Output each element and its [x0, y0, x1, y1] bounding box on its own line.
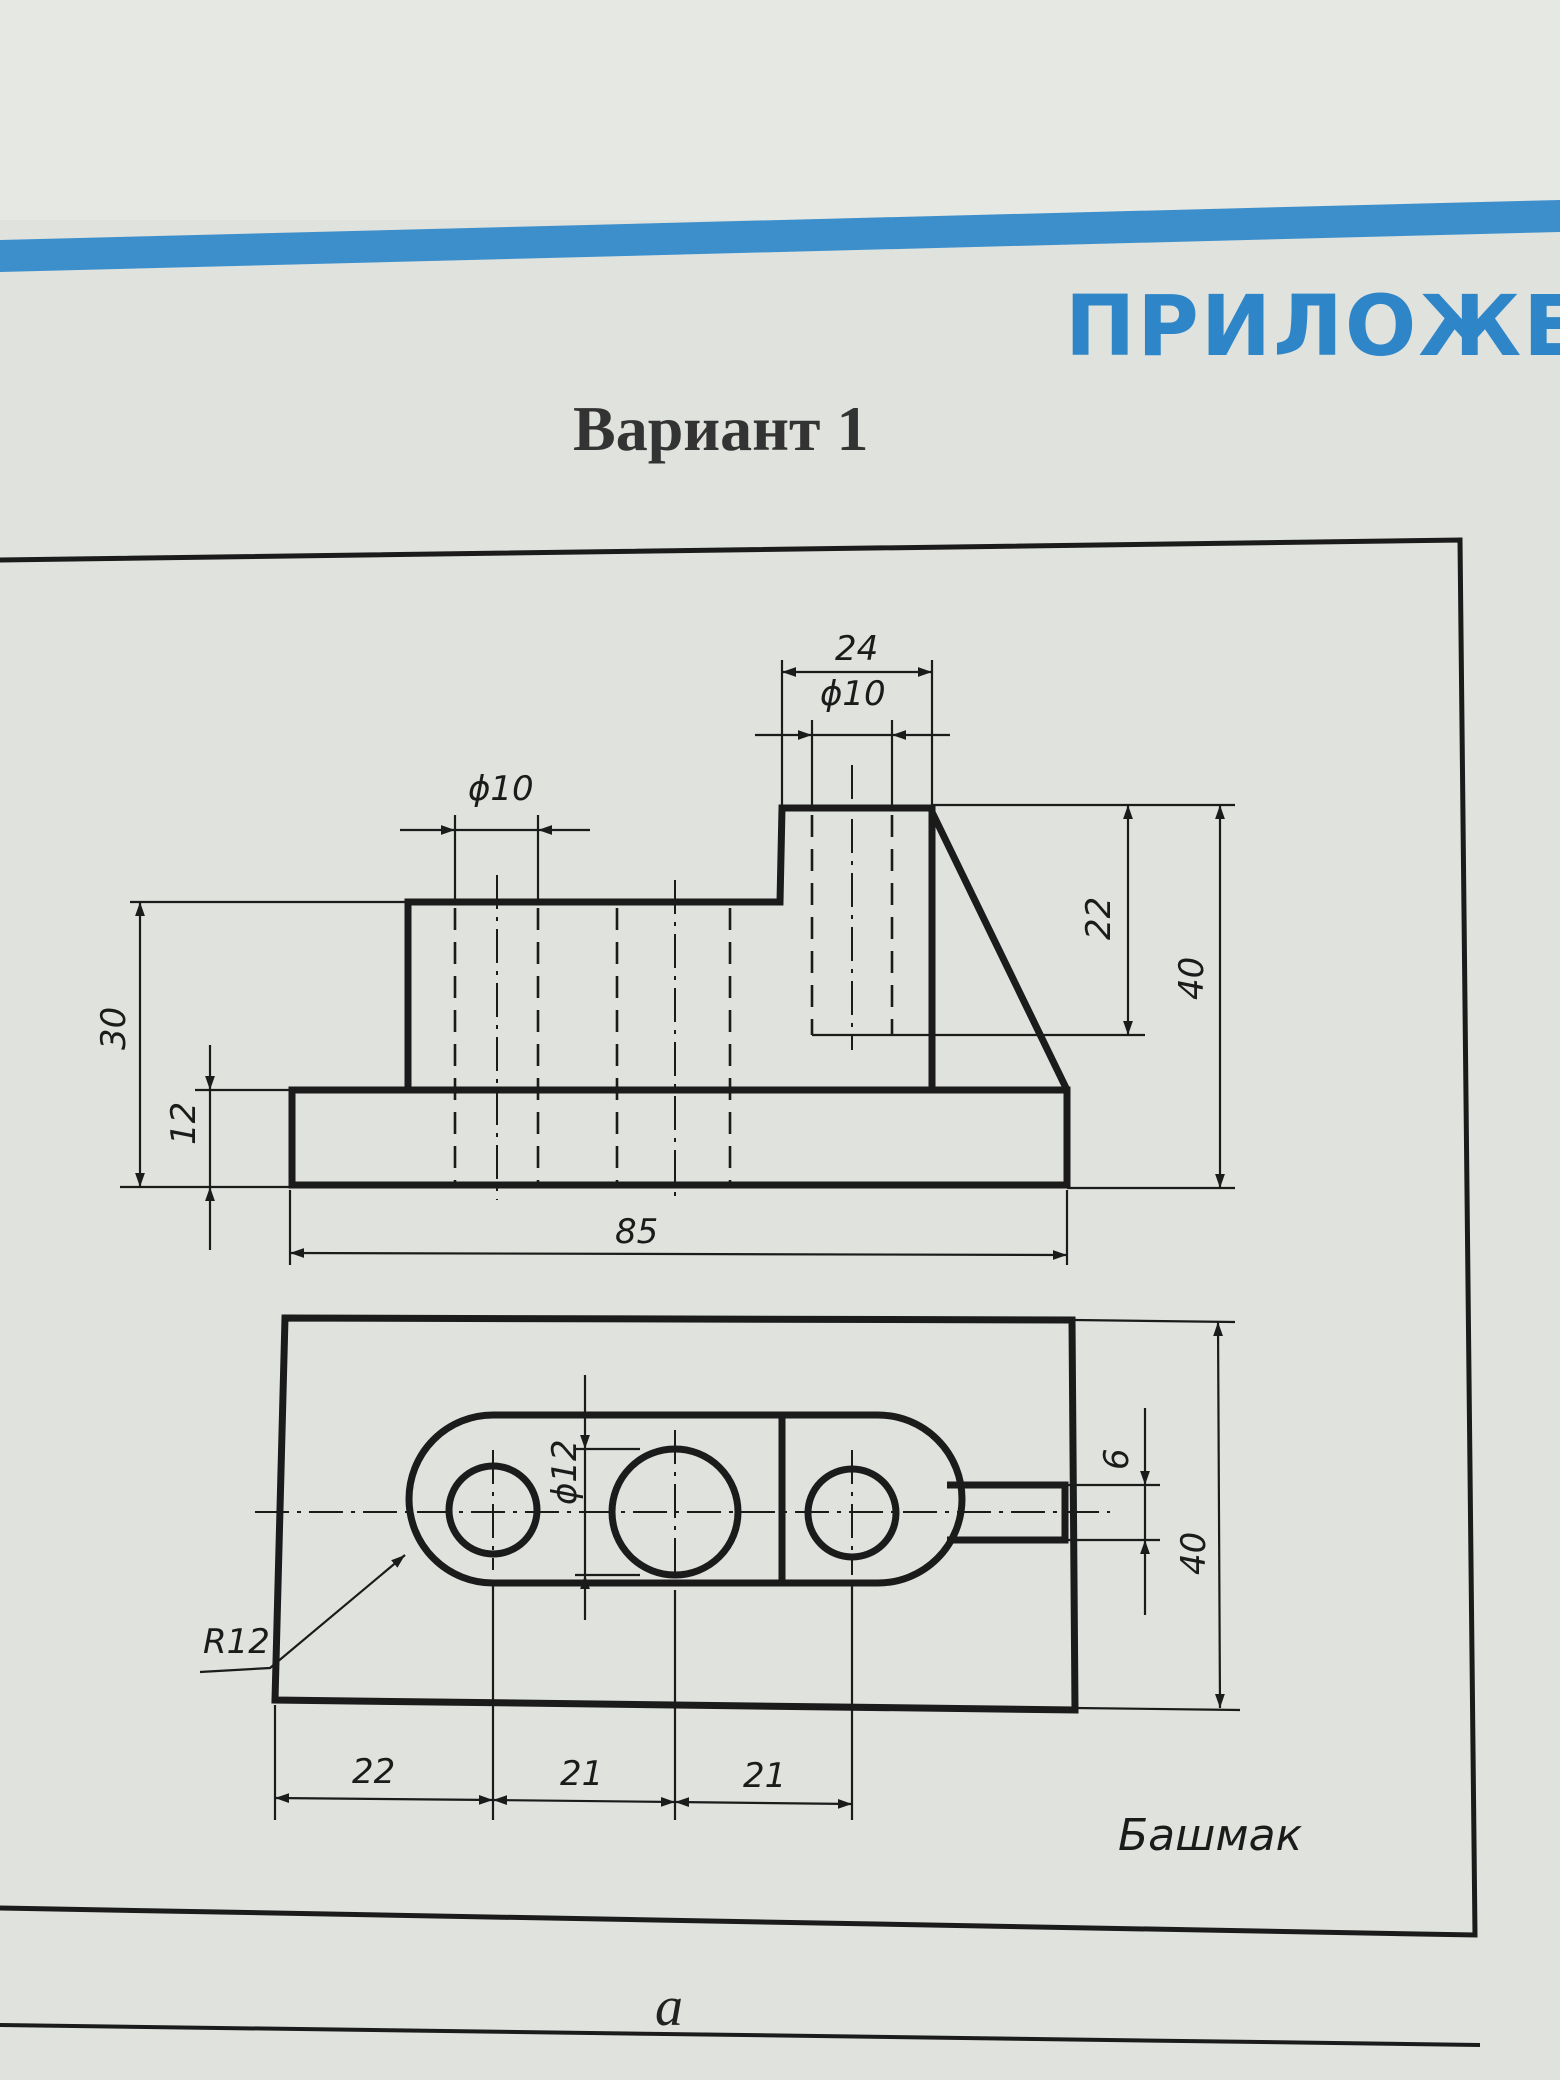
support-rib — [928, 810, 1071, 1092]
dim-line-21 — [492, 1795, 676, 1807]
radius-leader — [199, 1554, 406, 1674]
dim-text-width-40: 40 — [1174, 1532, 1214, 1575]
dim-text-21: 21 — [560, 1754, 603, 1794]
part-name: Башмак — [1118, 1810, 1303, 1861]
dim-text-r12: R12 — [203, 1622, 270, 1662]
header-text: ПРИЛОЖЕ — [1065, 277, 1560, 375]
extension-line — [1074, 1706, 1241, 1712]
front-view: 24 ϕ10 ϕ10 30 12 22 40 85 — [94, 629, 1235, 1265]
dim-text-40: 40 — [1172, 957, 1212, 1000]
dim-text-phi12: ϕ12 — [545, 1439, 585, 1505]
variant-title: Вариант 1 — [573, 393, 868, 464]
figure-letter: а — [655, 1976, 683, 2038]
dim-text-22: 22 — [352, 1752, 395, 1792]
dim-text-phi10-left: ϕ10 — [468, 769, 534, 809]
top-outline — [271, 1314, 1079, 1714]
dim-line-85 — [289, 1248, 1068, 1260]
dim-line-width-40 — [1213, 1321, 1225, 1709]
dim-text-22: 22 — [1079, 897, 1119, 940]
dim-text-21: 21 — [743, 1756, 786, 1796]
blue-header-band — [0, 200, 1560, 272]
lower-frame-line — [0, 2023, 1481, 2047]
extension-line — [1074, 1318, 1236, 1324]
dim-line-22 — [274, 1793, 494, 1805]
dim-text-phi10-top: ϕ10 — [820, 674, 886, 714]
dim-text-85: 85 — [615, 1212, 658, 1252]
upper-body — [404, 804, 936, 1090]
paper-top-area — [0, 0, 1560, 220]
dim-text-24: 24 — [835, 629, 878, 669]
dim-text-6: 6 — [1097, 1448, 1137, 1470]
base-plate — [288, 1086, 1071, 1189]
drawing-frame — [0, 537, 1478, 1938]
dim-text-12: 12 — [164, 1102, 204, 1145]
slotted-boss — [405, 1411, 966, 1587]
dim-text-30: 30 — [94, 1007, 134, 1050]
top-view: ϕ12 R12 6 40 22 21 21 — [199, 1314, 1241, 1820]
dim-line-21 — [674, 1797, 853, 1809]
